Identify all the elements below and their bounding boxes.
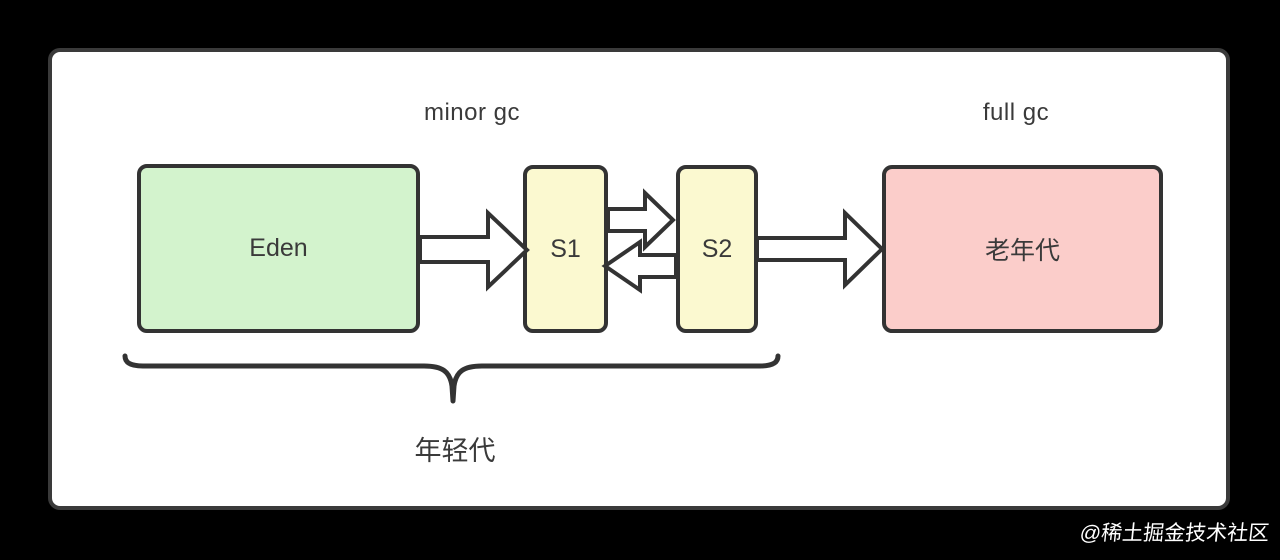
watermark-text: @稀土掘金技术社区 xyxy=(1078,522,1271,545)
young-generation-label: 年轻代 xyxy=(414,436,496,466)
survivor-s1-label: S1 xyxy=(550,234,581,263)
survivor-s1-box: S1 xyxy=(523,165,608,333)
survivor-s2-box: S2 xyxy=(676,165,758,333)
minor-gc-caption: minor gc xyxy=(423,99,521,126)
full-gc-caption: full gc xyxy=(982,99,1050,126)
eden-box-label: Eden xyxy=(249,234,308,262)
old-generation-box: 老年代 xyxy=(882,165,1163,333)
old-generation-label: 老年代 xyxy=(984,237,1060,265)
eden-box: Eden xyxy=(137,164,420,333)
survivor-s2-label: S2 xyxy=(701,234,733,263)
